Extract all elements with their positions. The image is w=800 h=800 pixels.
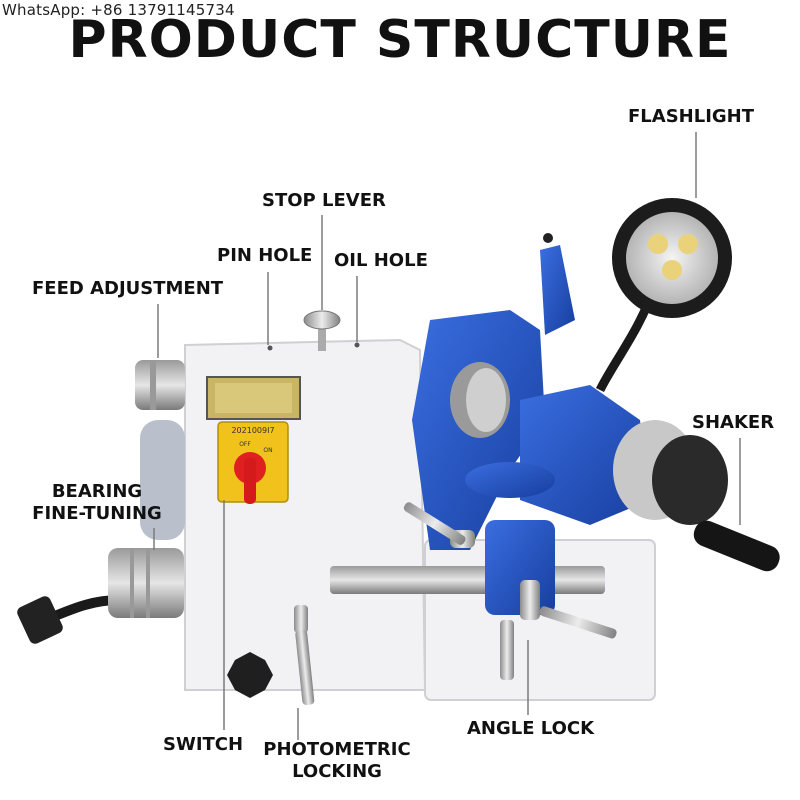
leader-lines [153,132,741,740]
label-switch: SWITCH [163,734,244,755]
shaker-assembly [520,385,780,572]
stop-lever [303,310,341,351]
switch-off-label: OFF [239,441,251,448]
whatsapp-watermark: WhatsApp: +86 13791145734 [2,1,235,19]
nameplate [206,376,301,420]
label-feed-adjustment: FEED ADJUSTMENT [32,278,224,299]
switch-on-label: ON [263,447,272,454]
grinding-head [412,233,575,550]
label-bearing-line1: BEARING [51,481,143,502]
label-photometric-line1: PHOTOMETRIC [263,739,411,760]
bearing-fine-tuning-knob [108,548,184,618]
pin-hole [267,345,273,351]
page-title: PRODUCT STRUCTURE [68,10,732,70]
power-switch: 2021009I7 OFF ON [217,421,289,504]
label-pin-hole: PIN HOLE [217,245,313,266]
flashlight [595,198,732,393]
photometric-locking-handle [294,605,315,705]
label-shaker: SHAKER [692,412,775,433]
power-cord [17,595,125,644]
label-angle-lock: ANGLE LOCK [467,718,595,739]
locking-knob [227,652,273,698]
label-stop-lever: STOP LEVER [262,190,386,211]
feed-adjustment-knob [135,360,185,410]
label-flashlight: FLASHLIGHT [628,106,755,127]
tool-holder [403,462,617,680]
oil-hole [354,342,360,348]
switch-code: 2021009I7 [231,426,274,435]
guide-shaft [330,566,605,594]
label-bearing-line2: FINE-TUNING [32,503,162,524]
label-photometric-line2: LOCKING [292,761,382,782]
label-oil-hole: OIL HOLE [334,250,428,271]
